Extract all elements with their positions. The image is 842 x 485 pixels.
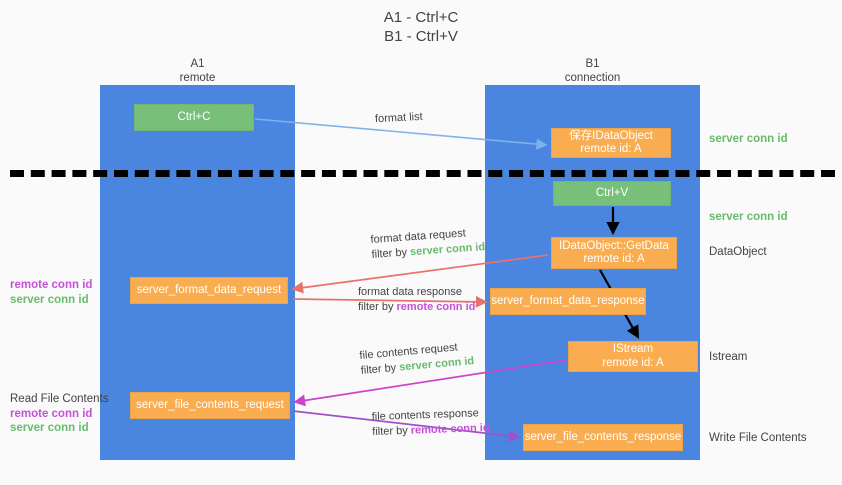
filter-prefix: filter by bbox=[371, 246, 411, 261]
node-server-file-contents-request-label: server_file_contents_request bbox=[136, 398, 284, 411]
side-label-server-conn-id-mid: server conn id bbox=[709, 211, 788, 223]
left-label-file-contents-remote: remote conn id bbox=[10, 407, 93, 420]
node-server-file-contents-response[interactable]: server_file_contents_response bbox=[523, 424, 683, 451]
node-server-file-contents-response-label: server_file_contents_response bbox=[524, 430, 682, 443]
edge-label-format-data-response: format data response filter by remote co… bbox=[358, 285, 475, 315]
left-label-file-contents-server: server conn id bbox=[10, 422, 89, 434]
edge-label-format-list: format list bbox=[375, 110, 423, 127]
node-istream-sub: remote id: A bbox=[602, 356, 664, 369]
node-server-file-contents-request[interactable]: server_file_contents_request bbox=[130, 392, 290, 419]
filter-prefix: filter by bbox=[360, 361, 400, 377]
node-ctrl-c[interactable]: Ctrl+C bbox=[134, 104, 254, 131]
node-save-idataobject[interactable]: 保存IDataObject remote id: A bbox=[551, 128, 671, 158]
node-save-idataobject-label: 保存IDataObject bbox=[569, 129, 653, 142]
swimlane-a1-title: A1 bbox=[190, 58, 205, 70]
node-idataobject-getdata[interactable]: IDataObject::GetData remote id: A bbox=[551, 237, 677, 269]
node-server-format-data-request[interactable]: server_format_data_request bbox=[130, 277, 288, 304]
node-server-format-data-response-label: server_format_data_response bbox=[491, 294, 645, 307]
node-server-format-data-response[interactable]: server_format_data_response bbox=[490, 288, 646, 315]
edge-label-format-list-text: format list bbox=[374, 110, 423, 126]
left-label-format-data-remote: remote conn id bbox=[10, 279, 93, 291]
node-idataobject-getdata-sub: remote id: A bbox=[583, 253, 645, 265]
phase-divider bbox=[10, 170, 835, 177]
page-title: A1 - Ctrl+C B1 - Ctrl+V bbox=[0, 8, 842, 46]
edge-label-format-data-response-filter: filter by remote conn id bbox=[358, 300, 475, 315]
swimlane-a1-subtitle: remote bbox=[179, 71, 216, 84]
filter-prefix: filter by bbox=[372, 424, 411, 439]
left-label-format-data: remote conn id server conn id bbox=[10, 278, 92, 307]
side-label-server-conn-id-top: server conn id bbox=[709, 133, 788, 145]
left-label-format-data-server: server conn id bbox=[10, 293, 89, 306]
edge-label-file-contents-response-filter: filter by remote conn id bbox=[372, 421, 490, 440]
node-save-idataobject-sub: remote id: A bbox=[580, 143, 642, 155]
side-label-write-file-contents: Write File Contents bbox=[709, 432, 807, 444]
left-label-file-contents: Read File Contents remote conn id server… bbox=[10, 392, 108, 436]
edge-label-file-contents-response: file contents response filter by remote … bbox=[372, 406, 490, 440]
title-line-1: A1 - Ctrl+C bbox=[383, 9, 459, 26]
node-ctrl-v-label: Ctrl+V bbox=[595, 186, 629, 199]
filter-prefix: filter by bbox=[358, 301, 397, 313]
swimlane-b1-title: B1 bbox=[585, 58, 600, 70]
swimlane-b1-header: B1 connection bbox=[485, 58, 700, 85]
side-label-istream: Istream bbox=[709, 351, 748, 363]
filter-value-server-conn-id: server conn id bbox=[409, 241, 486, 259]
node-istream-label: IStream bbox=[612, 343, 654, 355]
edge-label-format-data-response-text: format data response bbox=[358, 286, 462, 298]
edge-label-format-data-request: format data request filter by server con… bbox=[370, 225, 486, 263]
node-ctrl-c-label: Ctrl+C bbox=[177, 110, 211, 123]
left-label-read-file-contents: Read File Contents bbox=[10, 393, 109, 405]
node-istream[interactable]: IStream remote id: A bbox=[568, 341, 698, 372]
node-idataobject-getdata-label: IDataObject::GetData bbox=[559, 239, 669, 252]
title-line-2: B1 - Ctrl+V bbox=[384, 28, 458, 45]
filter-value-remote-conn-id: remote conn id bbox=[396, 301, 476, 313]
edge-label-file-contents-request: file contents request filter by server c… bbox=[359, 339, 475, 379]
node-ctrl-v[interactable]: Ctrl+V bbox=[553, 181, 671, 206]
side-label-dataobject: DataObject bbox=[709, 246, 767, 258]
node-server-format-data-request-label: server_format_data_request bbox=[136, 283, 282, 296]
swimlane-b1-subtitle: connection bbox=[564, 71, 621, 84]
filter-value-remote-conn-id: remote conn id bbox=[410, 421, 490, 437]
swimlane-a1-header: A1 remote bbox=[100, 58, 295, 85]
